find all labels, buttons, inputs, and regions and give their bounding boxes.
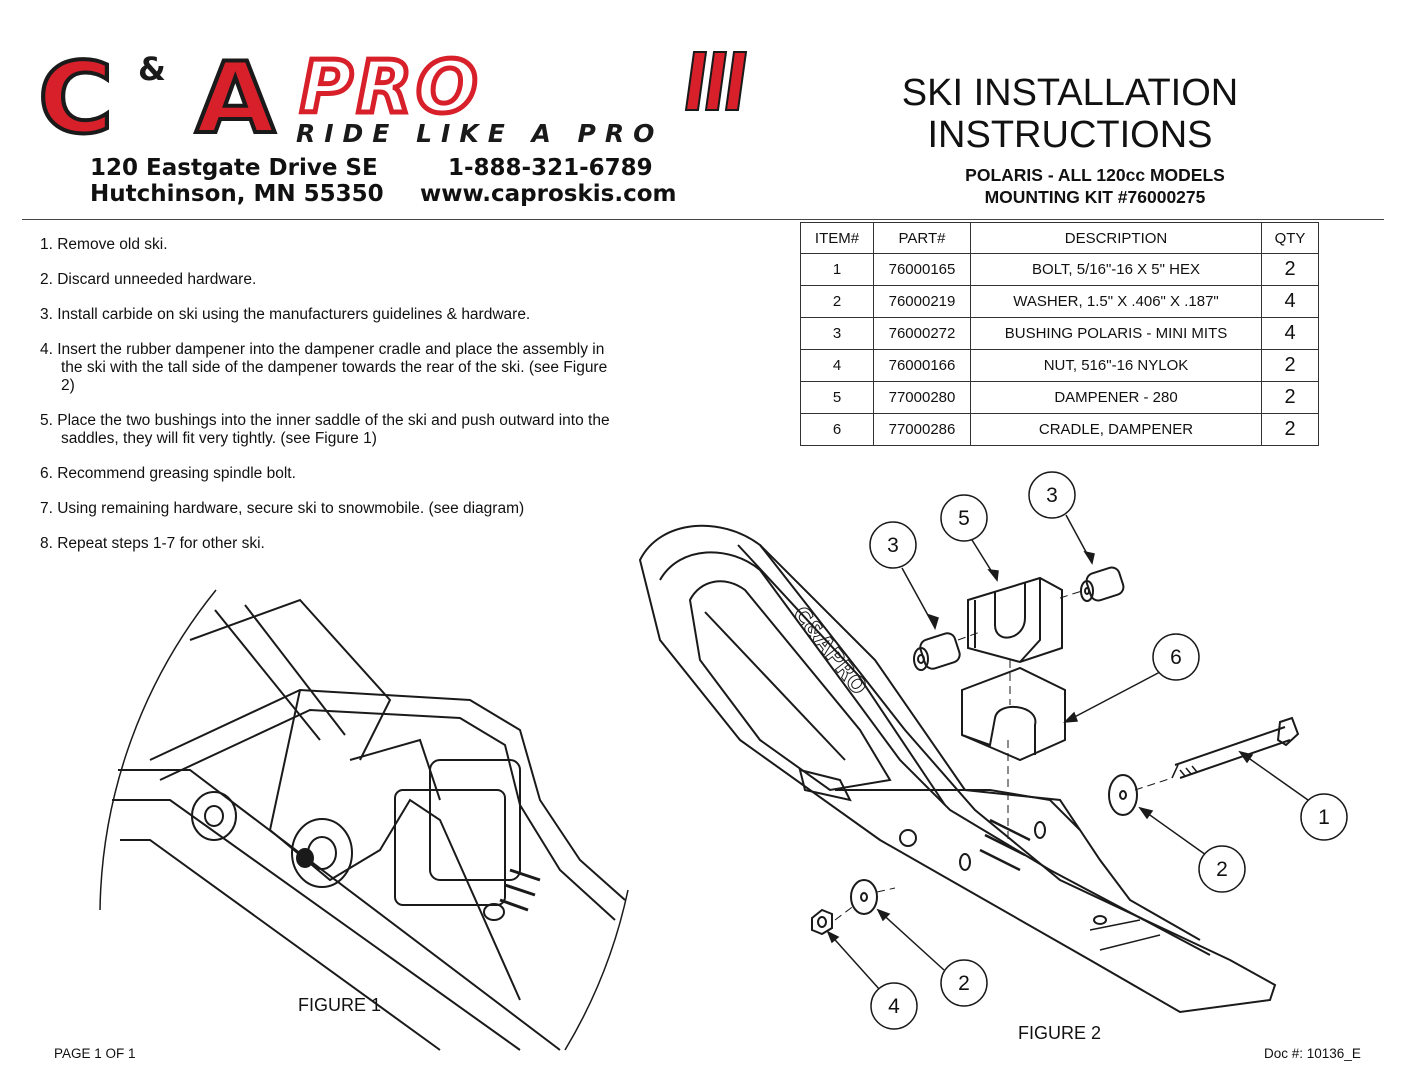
table-row: 1 76000165 BOLT, 5/16"-16 X 5" HEX 2: [800, 253, 1319, 286]
callout-label: 3: [1046, 484, 1058, 507]
capro-logo: C & A PRO RIDE LIKE A PRO: [38, 40, 748, 150]
description-cell: NUT, 516"-16 NYLOK: [970, 349, 1262, 382]
callout-label: 3: [887, 534, 899, 557]
description-cell: CRADLE, DAMPENER: [970, 413, 1262, 446]
subtitle-line-2: MOUNTING KIT #76000275: [984, 187, 1206, 207]
logo-letter-c: C: [38, 41, 114, 150]
logo-pro: PRO: [300, 45, 481, 129]
qty-cell: 2: [1261, 253, 1319, 286]
title-line-1: SKI INSTALLATION: [901, 72, 1239, 114]
step-item: 3. Install carbide on ski using the manu…: [40, 306, 531, 323]
step-item: 4. Insert the rubber dampener into the d…: [40, 341, 608, 394]
callout-circle: [1152, 633, 1200, 681]
col-header-part: PART#: [873, 222, 971, 254]
col-header-qty: QTY: [1261, 222, 1319, 254]
step-item: 8. Repeat steps 1-7 for other ski.: [40, 535, 265, 552]
subtitle-line-1: POLARIS - ALL 120cc MODELS: [965, 165, 1225, 185]
part-cell: 76000166: [873, 349, 971, 382]
part-cell: 76000219: [873, 285, 971, 318]
logo-ampersand: &: [138, 50, 166, 88]
callout-label: 5: [958, 507, 970, 530]
item-cell: 2: [800, 285, 874, 318]
step-item: 7. Using remaining hardware, secure ski …: [40, 500, 525, 517]
callout-circle: [1028, 471, 1076, 519]
col-header-item: ITEM#: [800, 222, 874, 254]
callout-label: 4: [888, 995, 900, 1018]
parts-table: ITEM# PART# DESCRIPTION QTY 1 76000165 B…: [800, 222, 1319, 446]
logo-letter-a: A: [196, 41, 276, 150]
table-row: 6 77000286 CRADLE, DAMPENER 2: [800, 413, 1319, 446]
table-header-row: ITEM# PART# DESCRIPTION QTY: [800, 222, 1319, 254]
page-number: PAGE 1 OF 1: [54, 1046, 136, 1061]
figure-1-caption: FIGURE 1: [298, 995, 382, 1015]
step-item: 5. Place the two bushings into the inner…: [40, 412, 610, 447]
item-cell: 3: [800, 317, 874, 350]
ski-spine-logo: C&APRO: [787, 602, 871, 699]
qty-cell: 4: [1261, 285, 1319, 318]
callout-label: 6: [1170, 646, 1182, 669]
part-cell: 76000165: [873, 253, 971, 286]
address-city: Hutchinson, MN 55350: [90, 181, 384, 207]
contact-block: 1-888-321-6789 www.caproskis.com: [420, 155, 676, 207]
table-row: 3 76000272 BUSHING POLARIS - MINI MITS 4: [800, 317, 1319, 350]
qty-cell: 2: [1261, 413, 1319, 446]
logo-tagline: RIDE LIKE A PRO: [296, 119, 663, 148]
part-cell: 77000280: [873, 381, 971, 414]
figure-1-drawing: [99, 589, 629, 1051]
qty-cell: 4: [1261, 317, 1319, 350]
step-item: 2. Discard unneeded hardware.: [40, 271, 257, 288]
table-row: 5 77000280 DAMPENER - 280 2: [800, 381, 1319, 414]
item-cell: 1: [800, 253, 874, 286]
item-cell: 4: [800, 349, 874, 382]
callout-label: 2: [1216, 858, 1228, 881]
description-cell: BOLT, 5/16"-16 X 5" HEX: [970, 253, 1262, 286]
document-number: Doc #: 10136_E: [1264, 1046, 1361, 1061]
description-cell: BUSHING POLARIS - MINI MITS: [970, 317, 1262, 350]
address-block: 120 Eastgate Drive SE Hutchinson, MN 553…: [90, 155, 384, 207]
logo-slash-marks: [684, 51, 748, 111]
figure-2-drawing: C&APRO: [638, 524, 1300, 1014]
table-row: 2 76000219 WASHER, 1.5" X .406" X .187" …: [800, 285, 1319, 318]
qty-cell: 2: [1261, 349, 1319, 382]
callout-circle: [869, 521, 917, 569]
phone-number: 1-888-321-6789: [448, 155, 653, 181]
page-title: SKI INSTALLATION INSTRUCTIONS: [880, 72, 1260, 156]
table-row: 4 76000166 NUT, 516"-16 NYLOK 2: [800, 349, 1319, 382]
page-subtitle: POLARIS - ALL 120cc MODELS MOUNTING KIT …: [900, 164, 1290, 208]
step-item: 6. Recommend greasing spindle bolt.: [40, 465, 296, 482]
title-line-2: INSTRUCTIONS: [927, 114, 1213, 156]
col-header-description: DESCRIPTION: [970, 222, 1262, 254]
callout-circle: [940, 494, 988, 542]
item-cell: 5: [800, 381, 874, 414]
qty-cell: 2: [1261, 381, 1319, 414]
callout-circle: [1198, 845, 1246, 893]
figure-2-caption: FIGURE 2: [1018, 1023, 1102, 1043]
callout-circle: [1300, 793, 1348, 841]
address-street: 120 Eastgate Drive SE: [90, 155, 378, 181]
description-cell: WASHER, 1.5" X .406" X .187": [970, 285, 1262, 318]
callout-label: 2: [958, 972, 970, 995]
callout-leaders: [826, 514, 1309, 991]
callout-label: 1: [1318, 806, 1330, 829]
step-item: 1. Remove old ski.: [40, 236, 168, 253]
website-link[interactable]: www.caproskis.com: [420, 181, 677, 207]
header-divider: [22, 219, 1384, 220]
description-cell: DAMPENER - 280: [970, 381, 1262, 414]
part-cell: 76000272: [873, 317, 971, 350]
instruction-steps: 1. Remove old ski. 2. Discard unneeded h…: [40, 236, 620, 570]
callout-circle: [940, 959, 988, 1007]
part-cell: 77000286: [873, 413, 971, 446]
item-cell: 6: [800, 413, 874, 446]
callout-circle: [870, 982, 918, 1030]
